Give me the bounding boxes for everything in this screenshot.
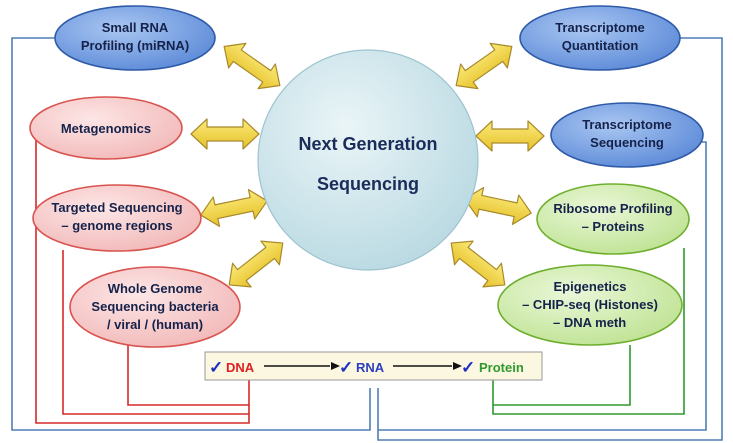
node-targeted: Targeted Sequencing – genome regions [32,184,202,252]
center-title-line-1: Next Generation [298,134,437,154]
double-arrow-wgs [228,240,284,288]
double-arrow-epigenetics [450,240,506,288]
node-ribosome: Ribosome Profiling – Proteins [536,183,690,255]
rna-label: RNA [356,360,385,375]
node-ribosome-line-1: Ribosome Profiling [553,201,672,216]
double-arrow-transcriptome-quant [455,42,513,90]
rna-to-protein-arrowhead [453,362,462,370]
double-arrows [190,42,545,288]
node-small-rna-line-2: Profiling (miRNA) [81,38,189,53]
node-wgs: Whole Genome Sequencing bacteria / viral… [69,266,241,348]
node-epigenetics-line-3: – DNA meth [553,315,626,330]
dna-label: DNA [226,360,255,375]
protein-label: Protein [479,360,524,375]
rna-check-icon: ✓ [339,358,353,377]
node-ribosome-line-2: – Proteins [582,219,645,234]
connector-transcriptome-quant [377,37,723,441]
node-wgs-line-3: / viral / (human) [107,317,203,332]
connector-ribosome [492,248,685,415]
center-node: Next Generation Sequencing [257,49,479,271]
node-epigenetics: Epigenetics – CHIP-seq (Histones) – DNA … [497,264,683,346]
connector-lines-red [35,140,250,424]
double-arrow-ribosome [464,186,532,226]
connector-targeted [62,250,249,415]
double-arrow-small-rna [223,42,281,90]
node-transcriptome-quant-line-1: Transcriptome [555,20,645,35]
center-title-line-2: Sequencing [317,174,419,194]
double-arrow-targeted [200,188,268,228]
node-transcriptome-seq-line-2: Sequencing [590,135,664,150]
connector-small-rna [11,37,371,431]
connector-wgs [127,345,249,406]
connector-metagenomics [35,140,250,424]
double-arrow-transcriptome-seq [475,120,545,152]
node-transcriptome-seq: Transcriptome Sequencing [550,102,704,168]
node-small-rna-line-1: Small RNA [102,20,169,35]
connector-lines-green [492,248,685,415]
node-small-rna: Small RNA Profiling (miRNA) [54,5,216,71]
node-transcriptome-seq-line-1: Transcriptome [582,117,672,132]
connector-epigenetics [493,345,631,406]
dna-check-icon: ✓ [209,358,223,377]
node-epigenetics-line-1: Epigenetics [554,279,627,294]
node-metagenomics: Metagenomics [29,96,183,160]
central-dogma-box: ✓ DNA ✓ RNA ✓ Protein [204,351,543,381]
protein-check-icon: ✓ [461,358,475,377]
dna-to-rna-arrowhead [331,362,340,370]
double-arrow-metagenomics [190,118,260,150]
node-targeted-line-2: – genome regions [61,218,172,233]
node-transcriptome-quant-line-2: Quantitation [562,38,639,53]
node-wgs-line-2: Sequencing bacteria [91,299,219,314]
node-targeted-line-1: Targeted Sequencing [51,200,182,215]
node-wgs-line-1: Whole Genome [108,281,203,296]
node-epigenetics-line-2: – CHIP-seq (Histones) [522,297,658,312]
node-transcriptome-quant: Transcriptome Quantitation [519,5,681,71]
node-metagenomics-line-1: Metagenomics [61,121,151,136]
